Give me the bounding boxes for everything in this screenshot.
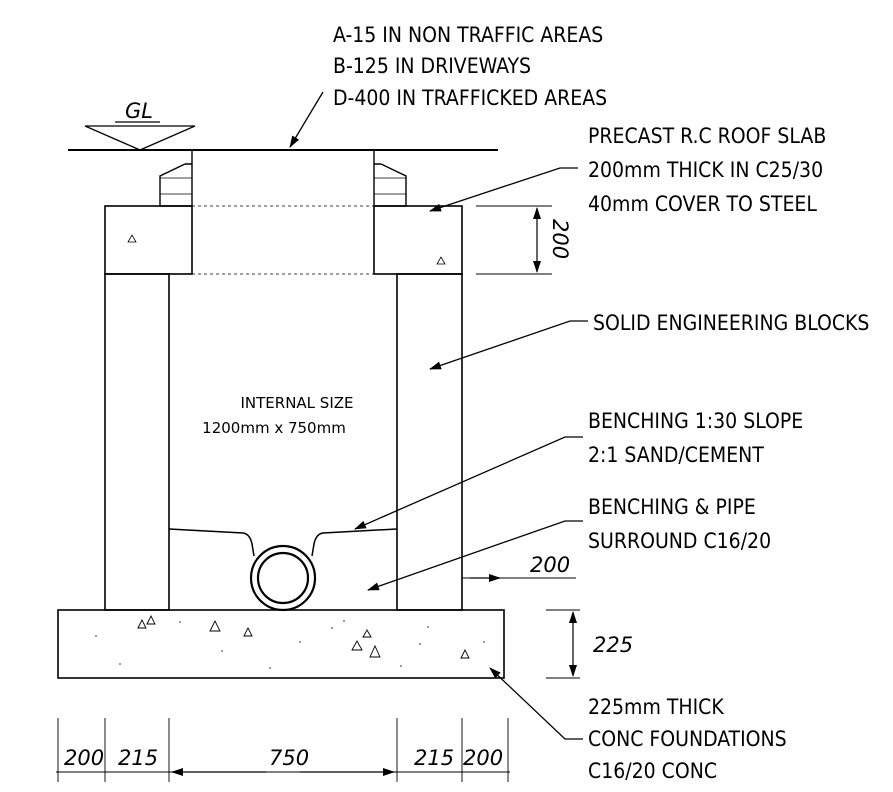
benching-slope-leader [354, 436, 583, 530]
benching-surround-note-2: SURROUND C16/20 [588, 529, 771, 553]
pipe [249, 544, 317, 612]
dim-label-215-right: 215 [414, 746, 454, 770]
dim-label-750: 750 [269, 746, 309, 770]
wall-thickness-label: 200 [530, 553, 570, 577]
slab-thickness-label: 200 [548, 219, 572, 259]
roof-slab-note-3: 40mm COVER TO STEEL [588, 192, 817, 216]
foundation-leader [489, 667, 583, 740]
dim-label-200-right: 200 [463, 746, 503, 770]
roof-slab-note-1: PRECAST R.C ROOF SLAB [588, 124, 826, 148]
roof-slab [104, 205, 463, 275]
manhole-cover-frame [159, 150, 407, 207]
foundation-thickness-dimension: 225 [546, 609, 633, 679]
cover-leader [289, 91, 324, 148]
dim-label-215-left: 215 [118, 746, 158, 770]
cover-class-a: A-15 IN NON TRAFFIC AREAS [333, 23, 603, 47]
dim-label-200-left: 200 [64, 746, 104, 770]
foundation-note-3: C16/20 CONC [588, 759, 717, 783]
ground-level-symbol [84, 125, 196, 151]
blocks-leader [429, 320, 588, 370]
roof-slab-note-2: 200mm THICK IN C25/30 [588, 158, 823, 182]
roof-slab-leader [429, 167, 578, 212]
benching-surround-notes: BENCHING & PIPE SURROUND C16/20 [588, 495, 771, 553]
benching-slope-note-1: BENCHING 1:30 SLOPE [588, 409, 803, 433]
foundation-note-2: CONC FOUNDATIONS [588, 727, 787, 751]
cover-class-b: B-125 IN DRIVEWAYS [333, 54, 531, 78]
foundation-notes: 225mm THICK CONC FOUNDATIONS C16/20 CONC [588, 695, 787, 783]
cover-class-d: D-400 IN TRAFFICKED AREAS [333, 86, 607, 110]
foundation-thickness-label: 225 [593, 633, 633, 657]
benching [168, 528, 398, 557]
ground-level-label: GL [125, 99, 153, 123]
bottom-dimension-chain: 200 215 750 215 200 [56, 718, 510, 782]
slab-thickness-dimension: 200 [476, 205, 572, 275]
benching-surround-leader [367, 520, 583, 591]
blocks-note: SOLID ENGINEERING BLOCKS [593, 311, 869, 335]
engineering-block-walls [104, 273, 463, 611]
benching-slope-notes: BENCHING 1:30 SLOPE 2:1 SAND/CEMENT [588, 409, 803, 467]
benching-surround-note-1: BENCHING & PIPE [588, 495, 756, 519]
internal-size-title: INTERNAL SIZE [240, 394, 353, 412]
wall-thickness-dimension: 200 [462, 553, 576, 582]
cover-class-notes: A-15 IN NON TRAFFIC AREAS B-125 IN DRIVE… [333, 23, 607, 110]
foundation-note-1: 225mm THICK [588, 695, 724, 719]
concrete-foundation [57, 609, 505, 679]
benching-slope-note-2: 2:1 SAND/CEMENT [588, 443, 764, 467]
internal-size-value: 1200mm x 750mm [202, 419, 346, 437]
roof-slab-notes: PRECAST R.C ROOF SLAB 200mm THICK IN C25… [588, 124, 826, 216]
